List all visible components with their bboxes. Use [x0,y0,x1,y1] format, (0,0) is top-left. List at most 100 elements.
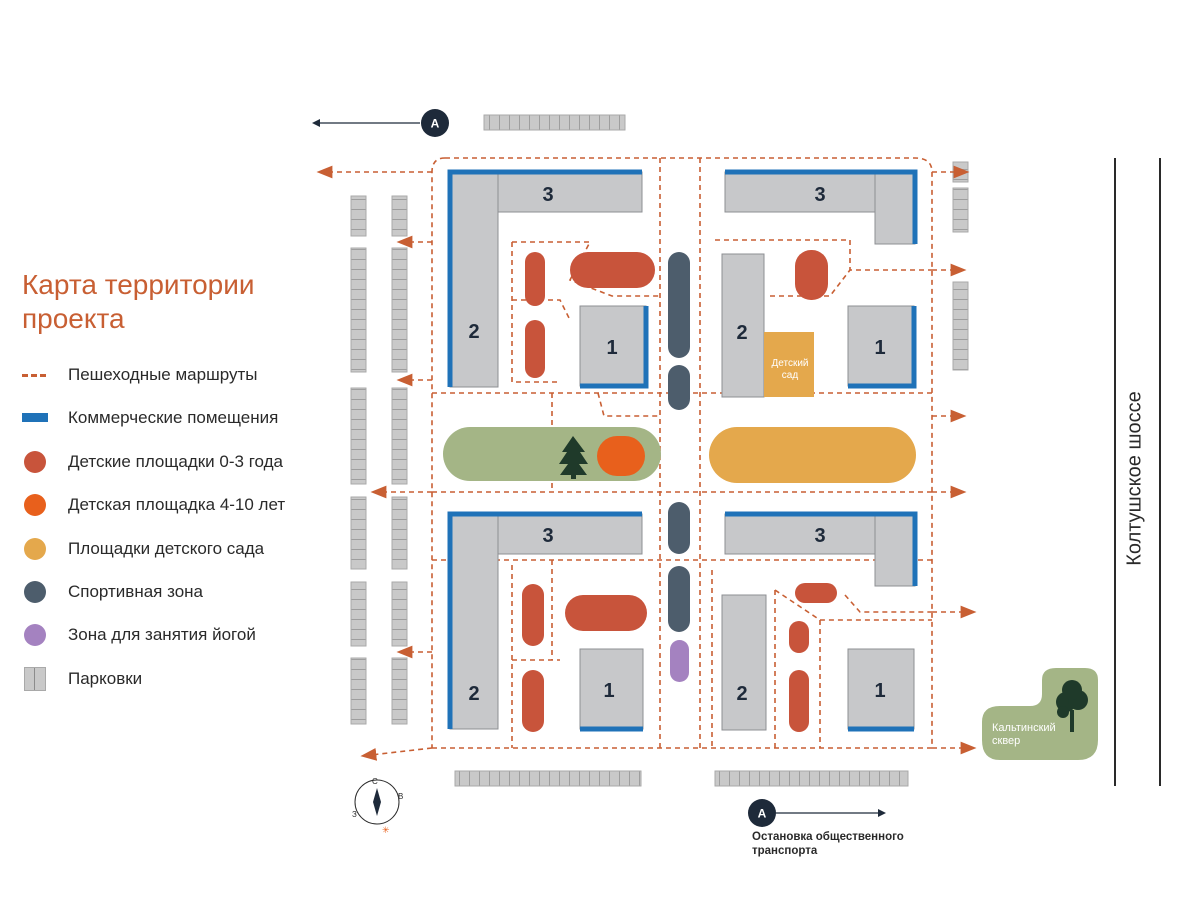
svg-text:В: В [398,792,403,801]
parking-bottom-1 [454,770,642,787]
road-name: Колтушское шоссе [1123,391,1146,566]
sport-zone [668,566,690,632]
marker-a-top: А [312,109,449,137]
marker-a-bottom: А [748,799,886,827]
legend-item-kindergarten: Площадки детского сада [22,536,352,562]
building-number: 1 [603,680,614,702]
legend-label: Пешеходные маршруты [68,365,258,384]
playground-small [570,252,655,288]
parking-right-2 [952,187,969,233]
sport-zone [668,252,690,358]
building-number: 2 [468,683,479,705]
park-label: Кальтинский сквер [992,722,1056,747]
page-title: Карта территории проекта [22,269,255,334]
building-numbers: 3 2 1 3 2 1 3 2 1 3 2 1 [468,184,885,705]
playground-small [795,250,828,300]
legend-label: Парковки [68,669,143,688]
compass-icon: С В З ✳ [352,777,403,836]
dot-icon [24,581,46,603]
parking-left-11 [391,581,408,647]
svg-text:А: А [758,807,767,821]
sport-zone [668,502,690,554]
playground-small [795,583,837,603]
kindergarten-playground [709,427,916,483]
playground-small [789,621,809,653]
legend-label: Детская площадка 4-10 лет [68,495,286,514]
svg-text:А: А [431,117,440,131]
sport-zone [668,365,690,410]
building-3-wing [874,171,916,245]
parking-left-2 [350,247,367,373]
commercial-frontages [447,169,918,732]
building-number: 3 [814,184,825,206]
parking-left-7 [391,195,408,237]
playground-small [525,252,545,306]
dot-icon [24,538,46,560]
buildings [449,171,916,731]
building-number: 1 [606,337,617,359]
parking-left-10 [391,496,408,570]
dot-icon [24,494,46,516]
building-number: 1 [874,680,885,702]
building-number: 3 [814,525,825,547]
dot-icon [24,624,46,646]
parking-left-8 [391,247,408,373]
kindergarten-building [764,332,814,397]
parking-left-1 [350,195,367,237]
parking-left-4 [350,496,367,570]
dashed-line-icon [22,374,46,377]
building-1 [579,305,647,387]
parking-icon [24,667,46,691]
parking-right-3 [952,281,969,371]
parking-group [350,114,969,787]
playgrounds-small [522,250,837,732]
svg-text:✳: ✳ [382,826,390,836]
dot-icon [24,451,46,473]
bus-stop-label: Остановка общественного транспорта [752,831,904,857]
building-number: 2 [736,683,747,705]
building-number: 3 [542,525,553,547]
legend-label: Зона для занятия йогой [68,625,256,644]
yoga-zone [670,640,689,682]
tree-icon [559,436,588,479]
building-number: 2 [736,322,747,344]
playground-small [522,584,544,646]
playground-small [789,670,809,732]
svg-text:С: С [372,777,378,786]
playground-small [525,320,545,378]
legend-label: Детские площадки 0-3 года [68,452,283,471]
building-2 [449,171,499,388]
parking-top [483,114,626,131]
legend-item-yoga: Зона для занятия йогой [22,622,352,648]
legend-label: Площадки детского сада [68,539,265,558]
legend-label: Спортивная зона [68,582,204,601]
legend-item-playground-small: Детские площадки 0-3 года [22,449,352,475]
building-1 [847,648,915,730]
legend-item-routes: Пешеходные маршруты [22,362,352,388]
svg-text:З: З [352,810,357,819]
playground-small [522,670,544,732]
playground-small [565,595,647,631]
blue-bar-icon [22,413,48,422]
road-label: Колтушское шоссе [1120,370,1146,590]
kindergarten-label: Детский сад [771,358,809,381]
building-1 [579,648,644,730]
legend-item-parking: Парковки [22,666,352,692]
parking-left-12 [391,657,408,725]
building-2 [721,594,767,731]
legend-label: Коммерческие помещения [68,408,279,427]
playground-big [597,436,645,476]
parking-left-5 [350,581,367,647]
building-number: 1 [874,337,885,359]
parking-left-6 [350,657,367,725]
legend-item-commercial: Коммерческие помещения [22,405,352,431]
building-2 [721,253,765,398]
pedestrian-routes [316,157,977,761]
parking-left-9 [391,387,408,485]
building-number: 3 [542,184,553,206]
building-3-wing [874,513,916,587]
parking-left-3 [350,387,367,485]
legend-item-playground-big: Детская площадка 4-10 лет [22,492,352,518]
building-number: 2 [468,321,479,343]
